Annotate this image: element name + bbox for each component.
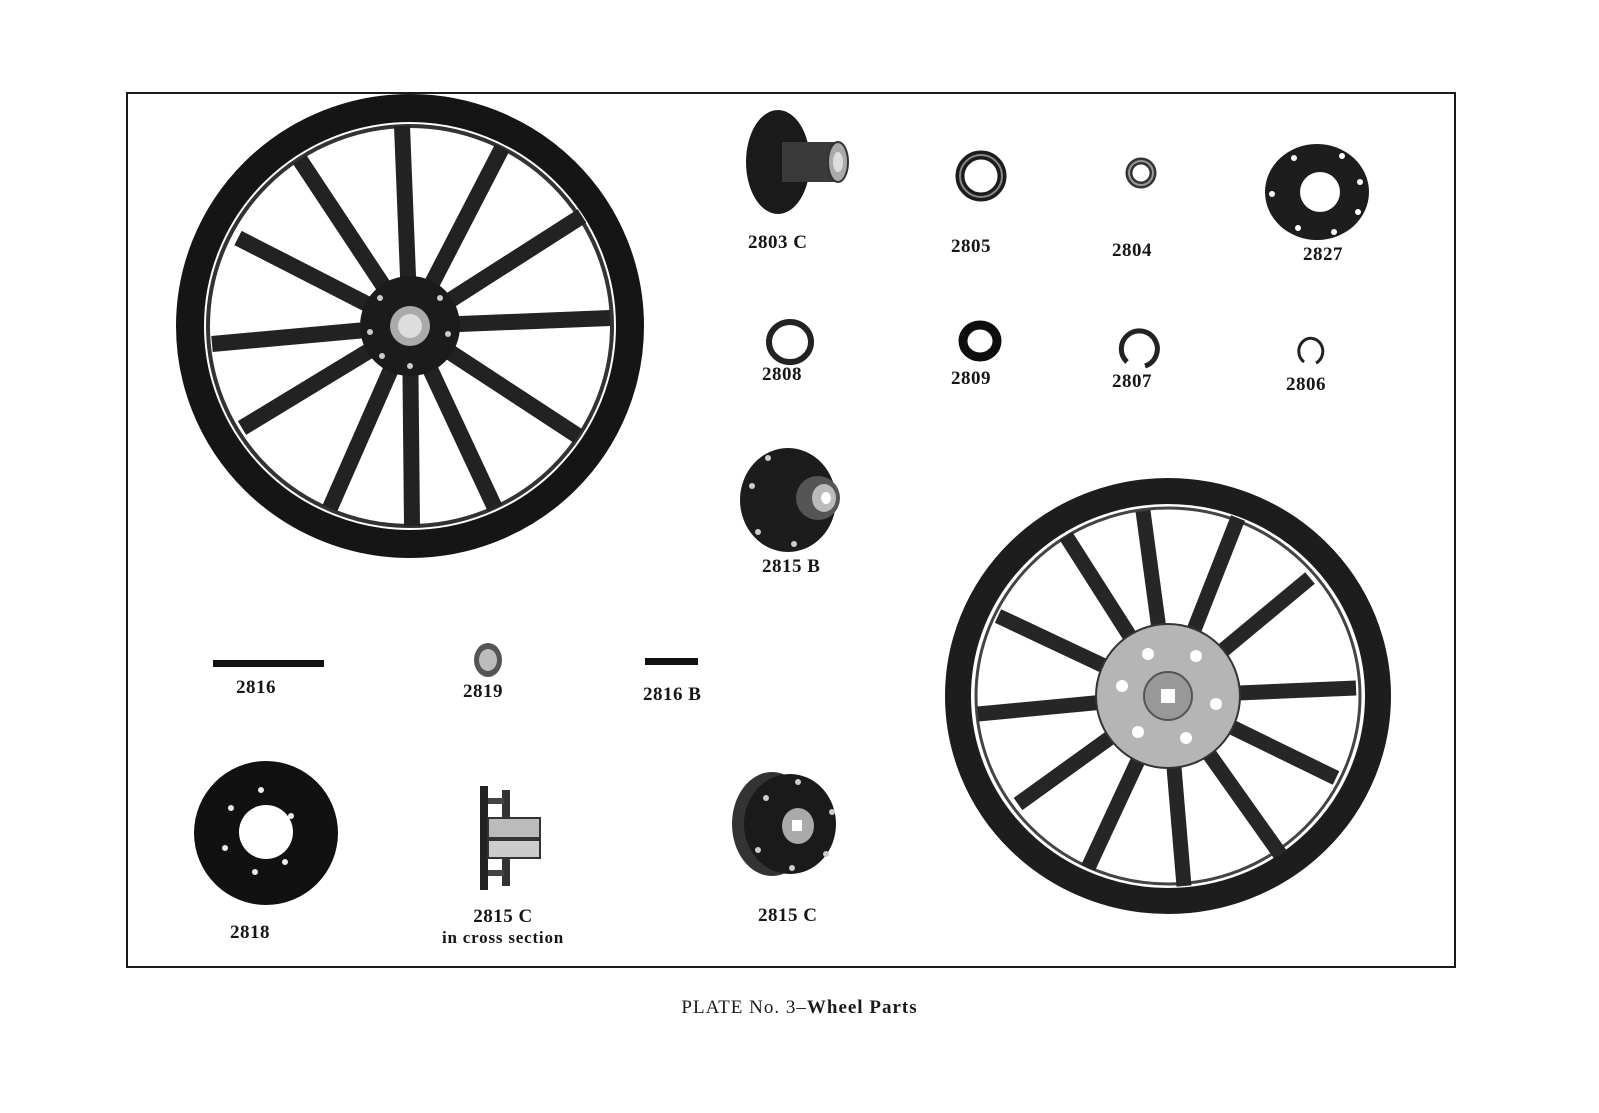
part-label-2807: 2807: [1112, 371, 1152, 392]
plate-title: Wheel Parts: [806, 997, 918, 1018]
caption-dash: –: [796, 997, 807, 1018]
ring-2806-image: [1297, 336, 1325, 365]
ring-2809-image: [958, 320, 1002, 362]
rear-wheel-image: [945, 478, 1391, 914]
part-label-2809: 2809: [951, 368, 991, 389]
washer-2805-image: [955, 150, 1007, 202]
bolt-2816-image: [213, 660, 324, 667]
part-label-2819: 2819: [463, 681, 503, 702]
part-label-2805: 2805: [951, 236, 991, 257]
part-label-2815c-section: 2815 C in cross section: [428, 906, 578, 948]
part-label-2818: 2818: [230, 922, 270, 943]
part-note: in cross section: [441, 928, 565, 947]
ring-2808-image: [766, 319, 814, 365]
part-label-2806: 2806: [1286, 374, 1326, 395]
part-label-2827: 2827: [1303, 244, 1343, 265]
part-label-2815c: 2815 C: [758, 905, 818, 926]
front-wheel-image: [176, 94, 644, 558]
bolt-2816b-image: [645, 658, 698, 665]
hub-2815c-image: [732, 772, 836, 876]
hub-2803c-image: [746, 110, 849, 214]
flange-2818-image: [194, 761, 338, 905]
flange-2827-image: [1265, 144, 1369, 240]
part-label-2804: 2804: [1112, 240, 1152, 261]
plate-number: PLATE No. 3: [681, 997, 797, 1018]
part-number: 2815 C: [473, 906, 533, 927]
part-label-2815b: 2815 B: [762, 556, 821, 577]
hub-2815b-image: [740, 448, 840, 552]
ring-2807-image: [1118, 328, 1160, 369]
washer-2804-image: [1125, 157, 1157, 189]
part-label-2816: 2816: [236, 677, 276, 698]
part-label-2816b: 2816 B: [643, 684, 702, 705]
plate-caption: PLATE No. 3–Wheel Parts: [0, 997, 1599, 1019]
plate-frame: [126, 92, 1456, 968]
part-label-2803c: 2803 C: [748, 232, 808, 253]
cap-2819-image: [474, 643, 502, 677]
part-label-2808: 2808: [762, 364, 802, 385]
hub-2815c-section-image: [480, 786, 541, 890]
